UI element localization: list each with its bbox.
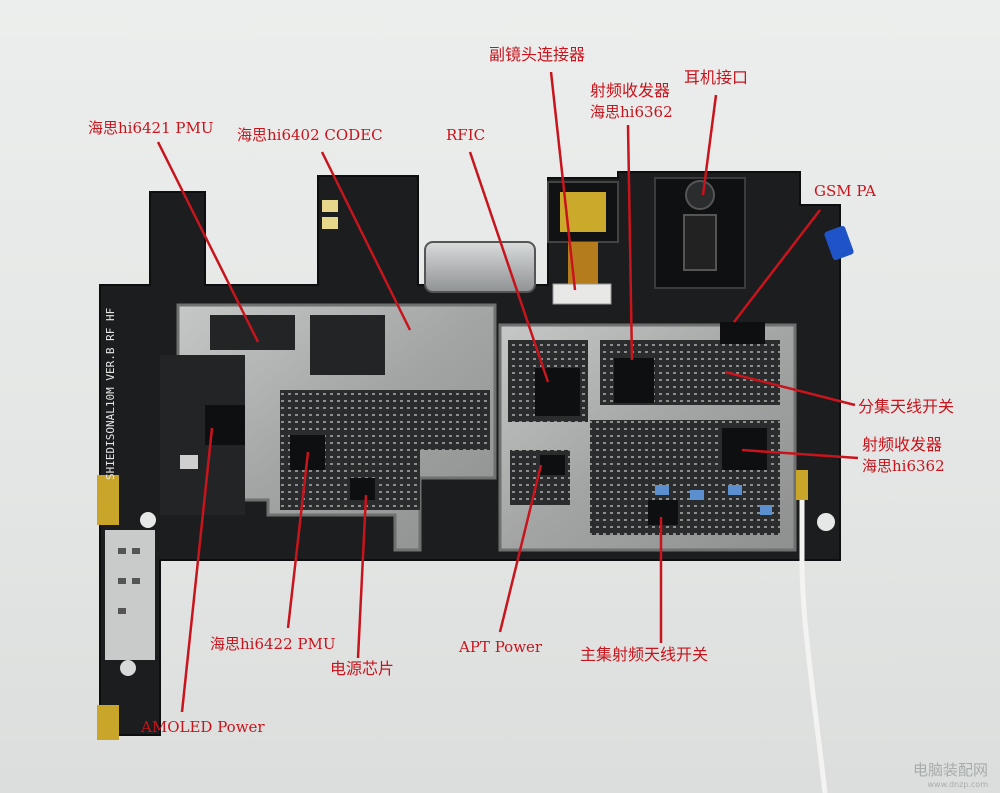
- yellow-pads: [322, 200, 338, 229]
- right-shield-can: [498, 322, 797, 552]
- leader-diversity-switch: [724, 370, 856, 407]
- board-silkscreen: SHIEDISONAL10M VER.B RF HF: [104, 307, 117, 480]
- watermark-url: www.dnzp.com: [927, 780, 989, 789]
- leader-pmu-hi6421: [156, 141, 260, 343]
- metal-module: [424, 241, 536, 293]
- label-diversity-antenna-switch: 分集天线开关: [858, 397, 955, 416]
- label-rf-transceiver-right-2: 海思hi6362: [862, 457, 945, 475]
- leader-power-chip: [356, 494, 368, 659]
- camera-connector: [547, 181, 619, 305]
- watermark-title: 电脑装配网: [912, 761, 988, 779]
- label-headphone-jack: 耳机接口: [684, 68, 749, 87]
- antenna-cable: [796, 470, 828, 793]
- label-gsm-pa: GSM PA: [814, 182, 876, 200]
- leader-pmu-hi6422: [286, 451, 310, 629]
- label-rf-transceiver-right-1: 射频收发器: [862, 435, 943, 454]
- label-pmu-hi6422: 海思hi6422 PMU: [210, 635, 336, 653]
- leader-gsm-pa: [733, 209, 821, 323]
- blue-button: [824, 225, 854, 261]
- headphone-jack: [654, 177, 746, 289]
- leader-apt-power: [498, 464, 543, 633]
- callout-lines: [156, 71, 859, 713]
- leader-amoled-power: [180, 427, 214, 713]
- label-amoled-power: AMOLED Power: [141, 718, 265, 736]
- leader-rfic: [468, 151, 550, 383]
- label-codec-hi6402: 海思hi6402 CODEC: [237, 126, 383, 144]
- label-rf-transceiver-top-2: 海思hi6362: [590, 103, 673, 121]
- label-rfic: RFIC: [446, 126, 486, 144]
- label-pmu-hi6421: 海思hi6421 PMU: [88, 119, 214, 137]
- leader-rf-transceiver-right: [741, 448, 859, 460]
- label-main-rf-antenna-switch: 主集射频天线开关: [580, 645, 709, 664]
- label-power-chip: 电源芯片: [330, 659, 395, 678]
- left-shield-can: [160, 303, 497, 552]
- label-apt-power: APT Power: [459, 638, 543, 656]
- label-sub-camera-connector: 副镜头连接器: [489, 45, 586, 64]
- label-rf-transceiver-top-1: 射频收发器: [590, 81, 671, 100]
- leader-rf-transceiver-top: [626, 124, 634, 361]
- leader-sub-camera: [549, 71, 577, 291]
- leader-headphone-jack: [701, 94, 718, 196]
- leader-codec: [320, 151, 412, 331]
- watermark: 电脑装配网 www.dnzp.com: [913, 759, 988, 789]
